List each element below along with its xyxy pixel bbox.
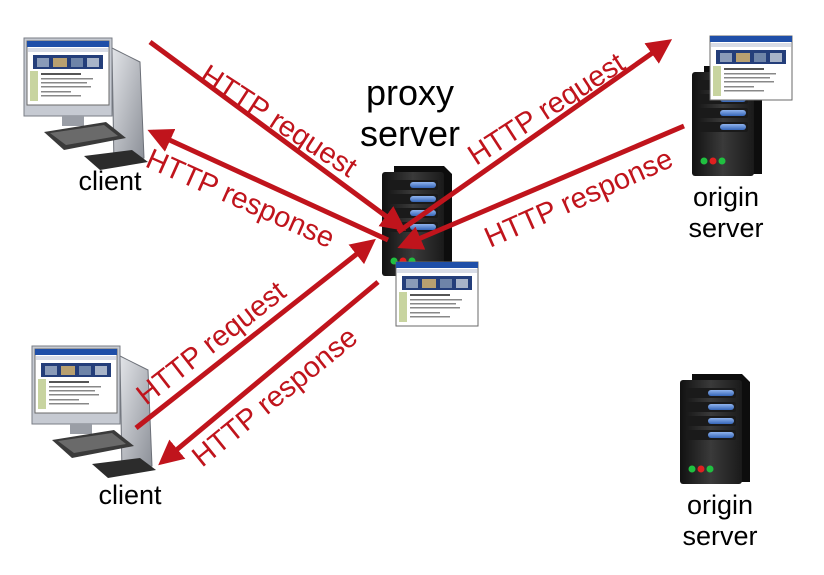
label-origin-request: HTTP request: [462, 47, 630, 172]
arrow-client2-request: [134, 238, 376, 430]
client-computer-top: [24, 38, 148, 170]
proxy-label-line1: proxy: [365, 72, 455, 113]
client-computer-bottom: [32, 346, 156, 478]
origin-server-browser-icon: [709, 35, 793, 101]
origin-top-line1: origin: [692, 182, 760, 212]
proxy-server-label: proxy server: [350, 72, 470, 155]
arrow-origin-response: [397, 123, 685, 250]
client-label-top: client: [78, 166, 142, 196]
origin-server-tower-bottom: [680, 374, 750, 484]
proxy-label-line2: server: [359, 113, 461, 155]
arrow-client1-response: [147, 128, 390, 243]
arrow-client1-request: [148, 39, 407, 231]
origin-server-label-top: origin server: [664, 182, 788, 244]
proxy-server-browser-icon: [395, 261, 479, 327]
arrow-client2-response: [158, 280, 380, 466]
origin-bottom-line1: origin: [686, 490, 754, 520]
client-label-bottom: client: [98, 480, 162, 510]
arrow-origin-request: [396, 39, 673, 235]
origin-server-label-bottom: origin server: [658, 490, 782, 552]
origin-bottom-line2: server: [682, 521, 758, 552]
origin-top-line2: server: [688, 213, 764, 244]
